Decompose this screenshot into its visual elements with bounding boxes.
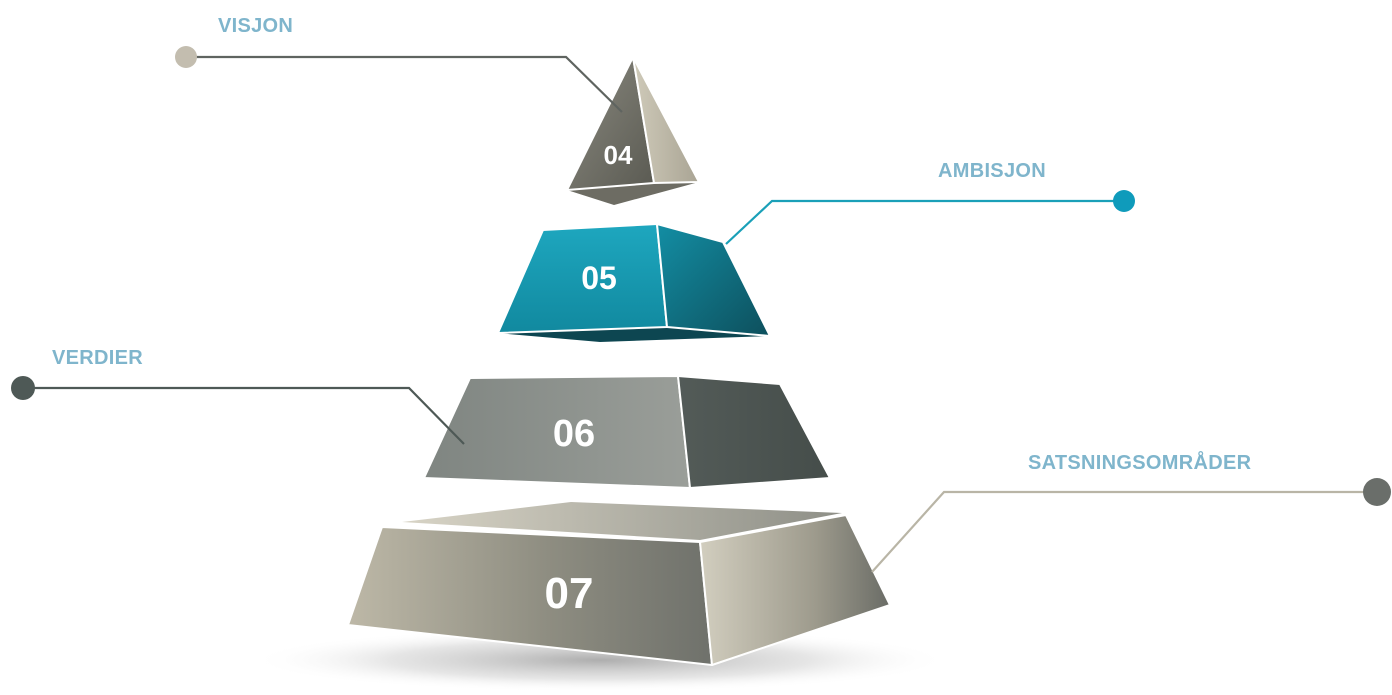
callout-visjon-label: VISJON xyxy=(218,15,293,37)
callout-satsningsomrader-label: SATSNINGSOMRÅDER xyxy=(1028,450,1252,474)
level-06-side-face xyxy=(677,375,831,489)
callout-ambisjon-label: AMBISJON xyxy=(938,160,1046,182)
level-07-top-face xyxy=(402,502,842,540)
callout-visjon-line xyxy=(186,55,623,113)
callout-verdier-label: VERDIER xyxy=(52,347,143,369)
callout-ambisjon: AMBISJON xyxy=(725,160,1135,245)
callout-ambisjon-dot xyxy=(1113,190,1135,212)
callout-satsningsomrader-line xyxy=(871,490,1377,573)
pyramid-level-05: 05 xyxy=(497,223,771,342)
level-07-number: 07 xyxy=(545,569,594,618)
callout-satsningsomrader-dot xyxy=(1363,478,1391,506)
callout-ambisjon-line xyxy=(725,199,1124,245)
callout-visjon-dot xyxy=(175,46,197,68)
callout-satsningsomrader: SATSNINGSOMRÅDER xyxy=(871,450,1391,573)
level-04-number: 04 xyxy=(604,140,633,170)
pyramid-level-04: 04 xyxy=(566,56,700,205)
level-05-side-face xyxy=(656,223,771,337)
callout-visjon: VISJON xyxy=(175,15,623,113)
callout-verdier: VERDIER xyxy=(11,347,465,445)
level-06-number: 06 xyxy=(553,413,595,455)
level-05-number: 05 xyxy=(581,260,617,296)
callout-verdier-line xyxy=(23,386,465,445)
level-04-side-face xyxy=(632,56,700,184)
pyramid-level-06: 06 xyxy=(423,375,831,489)
level-07-side-face xyxy=(699,514,891,666)
callout-verdier-dot xyxy=(11,376,35,400)
pyramid-level-07: 07 xyxy=(347,502,891,666)
